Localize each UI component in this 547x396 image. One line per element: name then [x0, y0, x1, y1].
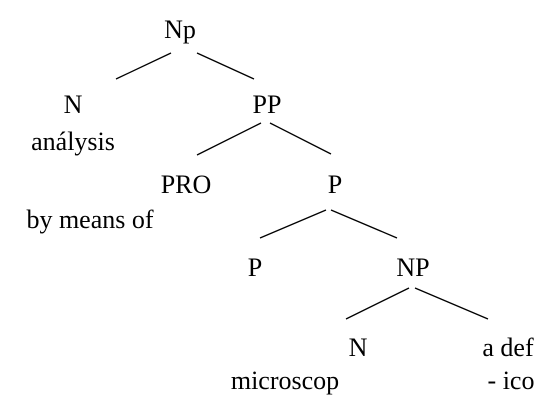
suffix-a-def: a def [482, 333, 534, 362]
branch-np-to-n [115, 52, 172, 80]
word-microscop: microscop [231, 366, 339, 395]
branch-np-to-suffix [414, 287, 489, 320]
node-np-lower: NP [396, 253, 429, 282]
node-p-lower: P [248, 253, 262, 282]
node-root-np: Np [164, 15, 196, 44]
branch-p-to-p [259, 209, 327, 239]
branch-p-to-np [330, 209, 398, 239]
suffix-ico: - ico [488, 366, 535, 395]
branch-pp-to-p [269, 122, 332, 155]
node-p-upper: P [328, 170, 342, 199]
node-n-lower: N [349, 333, 368, 362]
node-n: N [64, 90, 83, 119]
word-analysis: análysis [31, 127, 115, 156]
node-pro: PRO [161, 170, 212, 199]
branch-pp-to-pro [196, 122, 262, 156]
node-pp: PP [253, 90, 282, 119]
branch-np-to-n2 [345, 287, 410, 320]
word-by-means-of: by means of [26, 205, 153, 234]
branch-np-to-pp [196, 52, 255, 80]
